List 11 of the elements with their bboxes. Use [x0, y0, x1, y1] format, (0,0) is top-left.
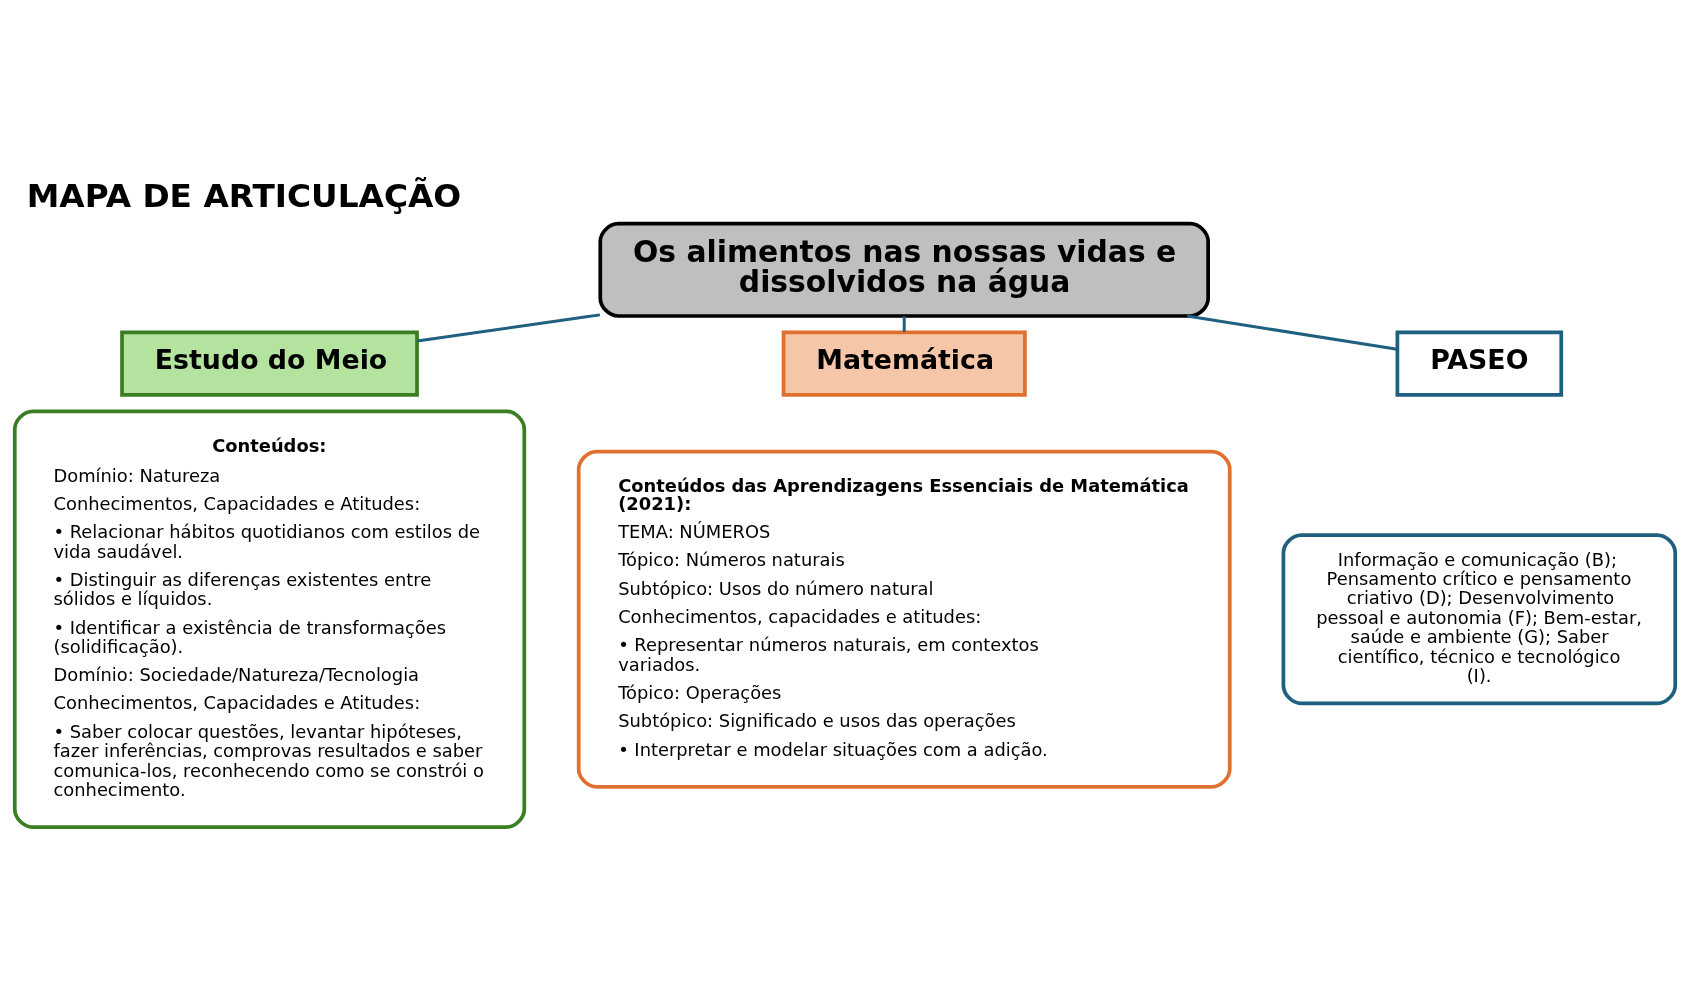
node-box: Matemática	[781, 330, 1027, 397]
node-box: Estudo do Meio	[120, 330, 419, 397]
node-box: Conteúdos: Domínio: Natureza Conhecimentos, Capacidades e Atitudes: • Relacionar hábitos quotidianos com estilos de vida saudável. • Distinguir as diferenças existentes entre sólidos e líquidos. • Identificar a existência de transformações (solidificação). Domínio: Sociedade/Natureza/Tecnologia Conhecimentos, Capacidades e Atitudes: • Saber colocar questões, levantar hipóteses, fazer inferências, comprovas resultados e saber comunica-los, reconhecendo como se constrói o conhecimento.	[12, 409, 527, 829]
diagram-title: MAPA DE ARTICULAÇÃO	[26, 176, 462, 215]
node-box: PASEO	[1395, 330, 1564, 397]
node-box: Conteúdos das Aprendizagens Essenciais de Matemática (2021): TEMA: NÚMEROS Tópico: Números naturais Subtópico: Usos do número natural Conhecimentos, capacidades e atitudes: • Representar números naturais, em contextos variados. Tópico: Operações Subtópico: Significado e usos das operações • Interpretar e modelar situações com a adição.	[576, 449, 1232, 789]
connector	[902, 315, 906, 332]
node-box: Informação e comunicação (B); Pensamento crítico e pensamento criativo (D); Desenvolvimento pessoal e autonomia (F); Bem-estar, saúde e ambiente (G); Saber científico, técnico e tecnológico (I).	[1281, 532, 1678, 705]
connector	[416, 312, 601, 343]
connector	[1186, 314, 1398, 351]
node-box: Os alimentos nas nossas vidas e dissolvidos na água	[598, 221, 1210, 318]
